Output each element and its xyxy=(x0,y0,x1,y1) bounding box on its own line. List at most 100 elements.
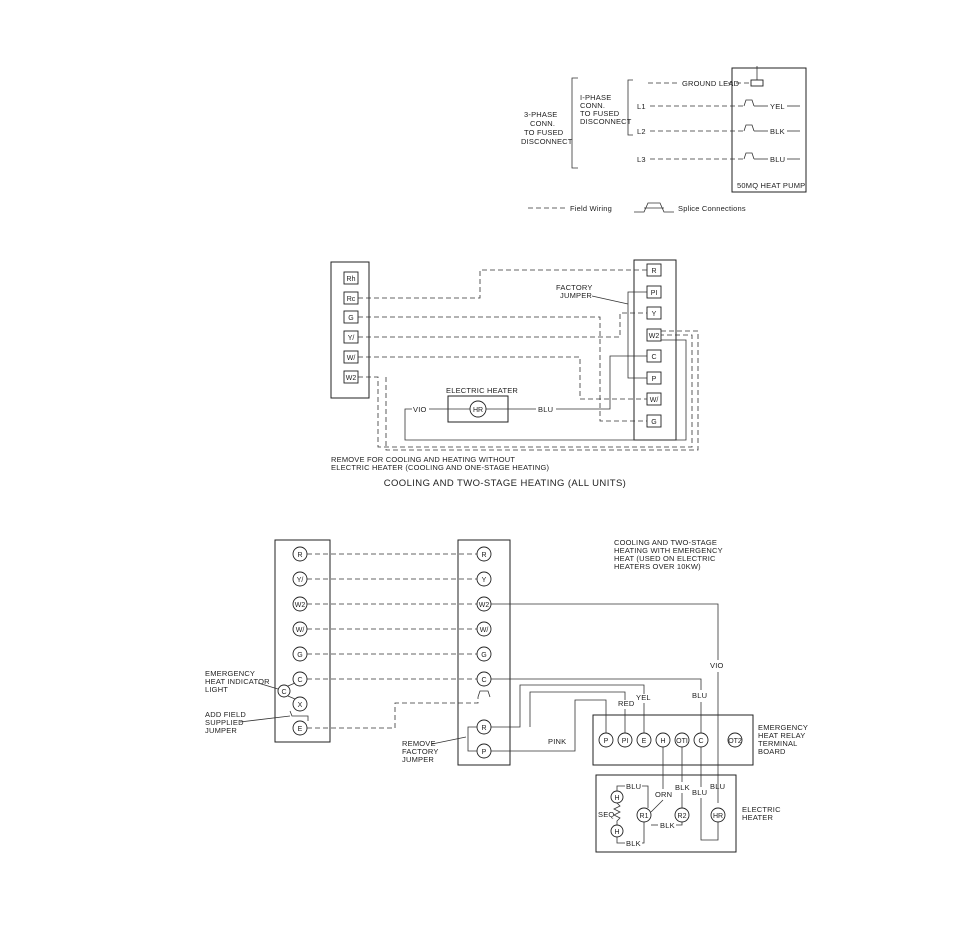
relay-terminal-c-label: C xyxy=(698,738,703,745)
mid-terminal-w1-label: W/ xyxy=(480,627,489,634)
terminal-w2-label: W2 xyxy=(346,375,357,382)
pink-wire-em xyxy=(491,699,607,752)
yel-wire-em xyxy=(491,684,645,728)
board-terminal-w2-label: W2 xyxy=(649,333,660,340)
vio-wire-w2 xyxy=(491,603,719,660)
orn-label: ORN xyxy=(655,790,672,799)
splice-l1-icon xyxy=(743,99,755,107)
em-terminal-e-label: E xyxy=(298,726,303,733)
mid-terminal-w2-label: W2 xyxy=(479,602,490,609)
mid-terminal-r-label: R xyxy=(481,552,486,559)
orn-wire-b xyxy=(650,799,664,813)
heater-blk-mid-label: BLK xyxy=(660,821,675,830)
emergency-desc-2: HEATING WITH EMERGENCY xyxy=(614,546,723,555)
ground-terminal xyxy=(750,79,764,87)
yel-label-em: YEL xyxy=(636,693,651,702)
ground-lead-label: GROUND LEAD xyxy=(682,79,740,88)
emergency-electric-heater xyxy=(595,774,737,853)
yel-label: YEL xyxy=(770,102,785,111)
relay-terminal-ot2-label: OT2 xyxy=(728,738,742,745)
wire-w1-to-w1 xyxy=(358,356,647,400)
field-jumper-wire xyxy=(289,710,309,721)
indicator-light-leads xyxy=(287,682,296,700)
line-l2-label: L2 xyxy=(637,127,646,136)
emergency-desc-1: COOLING AND TWO-STAGE xyxy=(614,538,717,547)
indicator-light-label: C xyxy=(281,689,286,696)
mid-terminal-c-label: C xyxy=(481,677,486,684)
wire-w2-to-w2-jumper xyxy=(358,334,693,448)
three-phase-label-1: 3-PHASE xyxy=(524,110,558,119)
blu-label: BLU xyxy=(770,155,785,164)
em-terminal-x xyxy=(292,696,308,712)
electric-heater-label: ELECTRIC HEATER xyxy=(446,386,518,395)
board-terminal-c-label: C xyxy=(651,354,656,361)
indicator-light-terminal xyxy=(277,684,291,698)
blk-label-relay: BLK xyxy=(675,783,690,792)
heater-blk-bottom-label: BLK xyxy=(626,839,641,848)
three-phase-label-4: DISCONNECT xyxy=(521,137,573,146)
wire-g-to-g xyxy=(358,316,647,422)
emergency-light-label-3: LIGHT xyxy=(205,685,228,694)
one-phase-label-2: CONN. xyxy=(580,101,605,110)
add-jumper-label-3: JUMPER xyxy=(205,726,237,735)
board-terminal-p-label: P xyxy=(652,376,657,383)
heater-blu-top-label: BLU xyxy=(626,782,641,791)
relay-board-label-1: EMERGENCY xyxy=(758,723,808,732)
relay-terminal-e-label: E xyxy=(642,738,647,745)
blu-label-relay: BLU xyxy=(692,788,707,797)
heater-blk-bottom-lead-b xyxy=(642,822,645,844)
terminal-y1-label: Y/ xyxy=(348,335,355,342)
emergency-light-leader xyxy=(257,682,279,690)
remove-jumper-label-2: FACTORY xyxy=(402,747,439,756)
em-terminal-w2-label: W2 xyxy=(295,602,306,609)
one-phase-label-4: DISCONNECT xyxy=(580,117,632,126)
remove-jumper-leader xyxy=(431,736,467,745)
remove-note-line-1: REMOVE FOR COOLING AND HEATING WITHOUT xyxy=(331,455,515,464)
one-phase-label-3: TO FUSED xyxy=(580,109,620,118)
em-terminal-w1-label: W/ xyxy=(296,627,305,634)
vio-label: VIO xyxy=(413,405,427,414)
seq-label: SEQ xyxy=(598,810,614,819)
emergency-light-label-1: EMERGENCY xyxy=(205,669,255,678)
three-phase-bracket xyxy=(571,77,578,169)
add-jumper-label-2: SUPPLIED xyxy=(205,718,244,727)
remove-factory-jumper-wire xyxy=(467,726,477,752)
emergency-unit-board xyxy=(457,539,511,766)
vio-label-em: VIO xyxy=(710,661,724,670)
remove-jumper-label-1: REMOVE xyxy=(402,739,436,748)
add-jumper-label-1: ADD FIELD xyxy=(205,710,246,719)
heater-h-bottom-label: H xyxy=(614,829,619,836)
emergency-desc-4: HEATERS OVER 10KW) xyxy=(614,562,701,571)
mid-terminal-r2-label: R xyxy=(481,725,486,732)
blu-wire-c xyxy=(491,678,702,690)
remove-jumper-label-3: JUMPER xyxy=(402,755,434,764)
pink-label-em: PINK xyxy=(548,737,566,746)
board-terminal-w1-label: W/ xyxy=(650,397,659,404)
heater-h-top-label: H xyxy=(614,795,619,802)
emergency-desc-3: HEAT (USED ON ELECTRIC xyxy=(614,554,716,563)
heater-hr-label-em: HR xyxy=(713,813,723,820)
terminal-rh-label: Rh xyxy=(347,276,356,283)
line-l3-label: L3 xyxy=(637,155,646,164)
em-terminal-g-label: G xyxy=(297,652,302,659)
heater-blk-bottom-lead xyxy=(616,837,625,844)
blu-wire-relay-b xyxy=(700,798,719,841)
em-heater-label-2: HEATER xyxy=(742,813,773,822)
relay-terminal-p1-label: PI xyxy=(622,738,629,745)
splice-l3-icon xyxy=(743,152,755,160)
two-stage-title: COOLING AND TWO-STAGE HEATING (ALL UNITS… xyxy=(384,478,627,489)
heater-blu-top-lead-b xyxy=(642,785,649,808)
emergency-light-label-2: HEAT INDICATOR xyxy=(205,677,270,686)
blu-label-em: BLU xyxy=(692,691,707,700)
three-phase-label-2: CONN. xyxy=(530,119,555,128)
factory-jumper-wire xyxy=(627,291,647,379)
thermostat-subbase xyxy=(330,261,370,399)
blk-label: BLK xyxy=(770,127,785,136)
remove-note-line-2: ELECTRIC HEATER (COOLING AND ONE-STAGE H… xyxy=(331,463,549,472)
em-wire-e xyxy=(307,697,479,729)
mid-terminal-p-label: P xyxy=(482,749,487,756)
heater-blu-top-lead xyxy=(616,785,625,791)
mid-terminal-y-label: Y xyxy=(482,577,487,584)
